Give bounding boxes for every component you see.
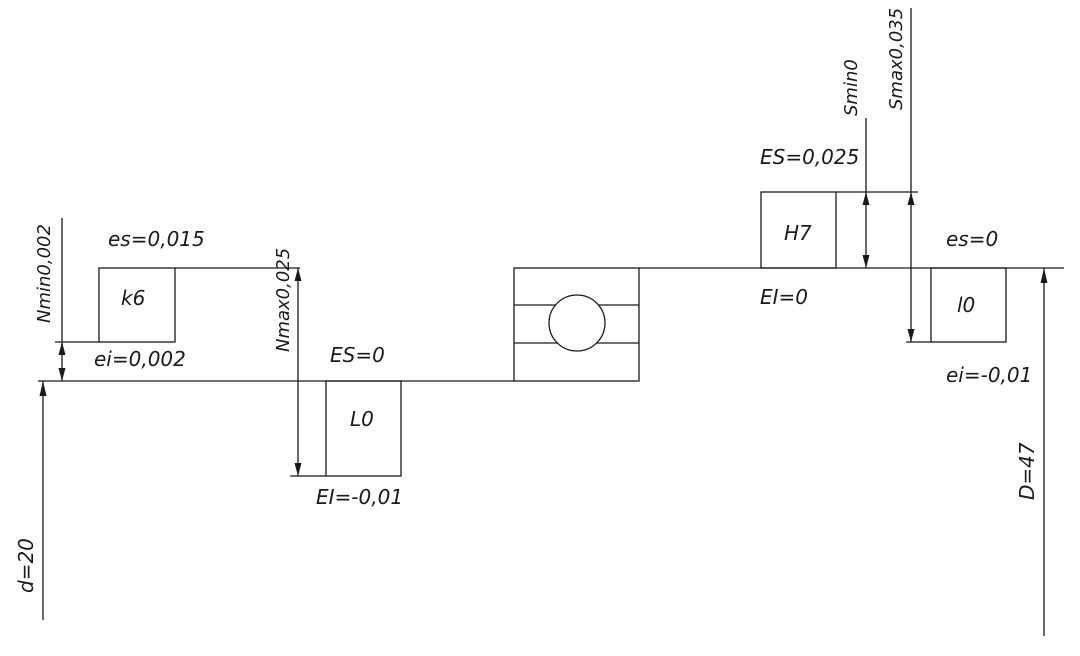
bearing-inner-l0-label: L0 [350,407,374,431]
shaft-diameter-label: d=20 [14,538,38,593]
h7-ei-label: EI=0 [760,285,808,309]
h7-field-label: H7 [784,221,812,245]
bearing-outer-l0-field [930,267,1007,343]
bearing-inner-es-label: ES=0 [330,343,385,367]
bearing-symbol [513,267,640,382]
housing-diameter-arrow [1040,268,1048,283]
k6-tolerance-field [98,267,176,343]
smax-arrow-bottom [907,329,915,342]
smax-label: Smax0,035 [886,8,907,110]
nmax-label: Nmax0,025 [273,248,294,352]
k6-es-label: es=0,015 [108,227,205,251]
h7-tolerance-field [760,191,837,269]
bearing-outer-es-label: es=0 [946,227,998,251]
h7-es-label: ES=0,025 [760,145,859,169]
nmin-label: Nmin0,002 [34,224,55,323]
k6-ei-label: ei=0,002 [94,347,186,371]
nmax-arrow-top [294,268,302,281]
nmin-arrow-top [58,342,66,355]
housing-diameter-label: D=47 [1015,442,1039,500]
k6-field-label: k6 [121,286,145,310]
smin-arrow-top [862,192,870,205]
nmin-arrow-bottom [58,368,66,381]
shaft-diameter-arrow [39,381,47,396]
bearing-inner-l0-field [325,380,402,477]
nmax-arrow-bottom [294,463,302,476]
smax-arrow-top [907,192,915,205]
smin-label: Smin0 [841,59,862,116]
bearing-ball [548,294,606,352]
bearing-outer-ei-label: ei=-0,01 [946,363,1032,387]
bearing-inner-ei-label: EI=-0,01 [316,485,403,509]
smin-arrow-bottom [862,255,870,268]
bearing-outer-l0-label: l0 [957,293,975,317]
